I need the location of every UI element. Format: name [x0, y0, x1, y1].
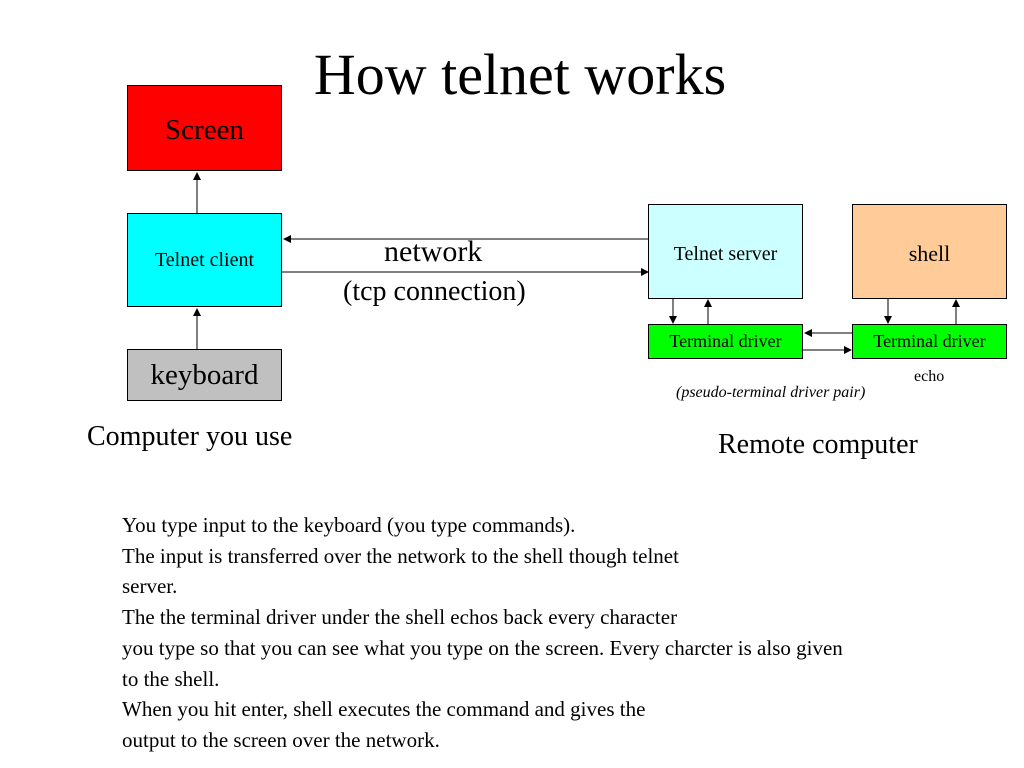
description-line: When you hit enter, shell executes the c… — [122, 697, 646, 722]
shell-label: shell — [908, 241, 951, 266]
remote-caption: Remote computer — [718, 429, 918, 460]
telnet-server-box: Telnet server — [648, 204, 803, 299]
terminal-driver-right-box: Terminal driver — [852, 324, 1007, 359]
description-line: you type so that you can see what you ty… — [122, 635, 843, 660]
description-line: The input is transferred over the networ… — [122, 543, 679, 568]
terminal-driver-right-label: Terminal driver — [873, 331, 986, 351]
screen-box: Screen — [127, 85, 282, 171]
description-line: output to the screen over the network. — [122, 727, 440, 752]
network-label: network — [384, 235, 483, 268]
telnet-client-label: Telnet client — [154, 248, 255, 272]
tcp-connection-label: (tcp connection) — [343, 276, 526, 307]
keyboard-label: keyboard — [150, 358, 259, 391]
local-caption: Computer you use — [87, 421, 293, 452]
screen-label: Screen — [165, 114, 244, 146]
telnet-client-box: Telnet client — [127, 213, 282, 307]
shell-box: shell — [852, 204, 1007, 299]
pty-pair-note: (pseudo-terminal driver pair) — [676, 384, 866, 401]
terminal-driver-left-box: Terminal driver — [648, 324, 803, 359]
description-line: You type input to the keyboard (you type… — [122, 513, 576, 537]
description-line: The the terminal driver under the shell … — [122, 605, 678, 630]
keyboard-box: keyboard — [127, 349, 282, 401]
description-line: server. — [122, 574, 178, 599]
description-line: to the shell. — [122, 666, 220, 691]
telnet-server-label: Telnet server — [673, 243, 778, 266]
description-text: You type input to the keyboard (you type… — [122, 510, 1022, 756]
page-title: How telnet works — [313, 42, 727, 107]
echo-label: echo — [914, 368, 945, 385]
terminal-driver-left-label: Terminal driver — [669, 331, 782, 351]
